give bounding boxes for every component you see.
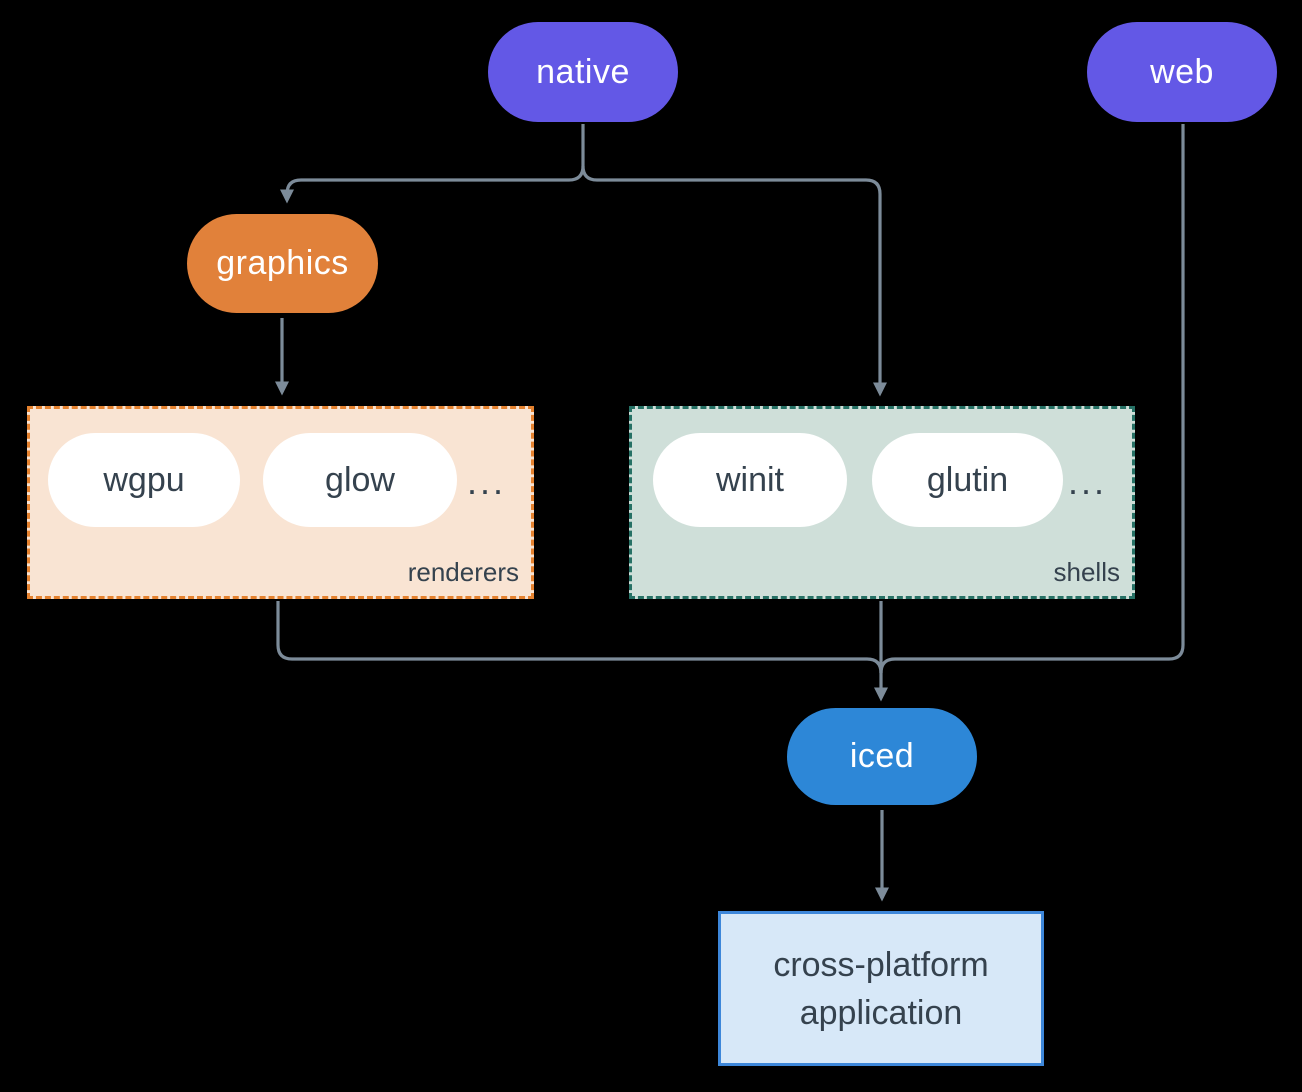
application-label-line2: application xyxy=(799,993,963,1032)
ellipsis-more-renderers: ... xyxy=(466,461,506,502)
node-winit: winit xyxy=(653,433,847,527)
node-wgpu: wgpu xyxy=(48,433,240,527)
group-renderers: wgpu glow ... renderers xyxy=(27,406,534,599)
group-label-renderers: renderers xyxy=(407,557,519,587)
edge-native-to-graphics xyxy=(280,124,585,204)
node-glutin: glutin xyxy=(872,433,1063,527)
group-shells: winit glutin ... shells xyxy=(629,406,1135,599)
ellipsis-more-shells: ... xyxy=(1067,461,1107,502)
node-graphics: graphics xyxy=(187,214,378,313)
node-native: native xyxy=(488,22,678,122)
node-cross-platform-application: cross-platform application xyxy=(718,911,1044,1066)
node-web: web xyxy=(1087,22,1277,122)
edge-native-to-shells xyxy=(581,165,887,397)
group-label-shells: shells xyxy=(1053,557,1120,587)
edge-renderers-to-iced xyxy=(276,601,883,674)
application-label-line1: cross-platform xyxy=(773,945,989,984)
node-glow: glow xyxy=(263,433,457,527)
node-iced: iced xyxy=(787,708,977,805)
